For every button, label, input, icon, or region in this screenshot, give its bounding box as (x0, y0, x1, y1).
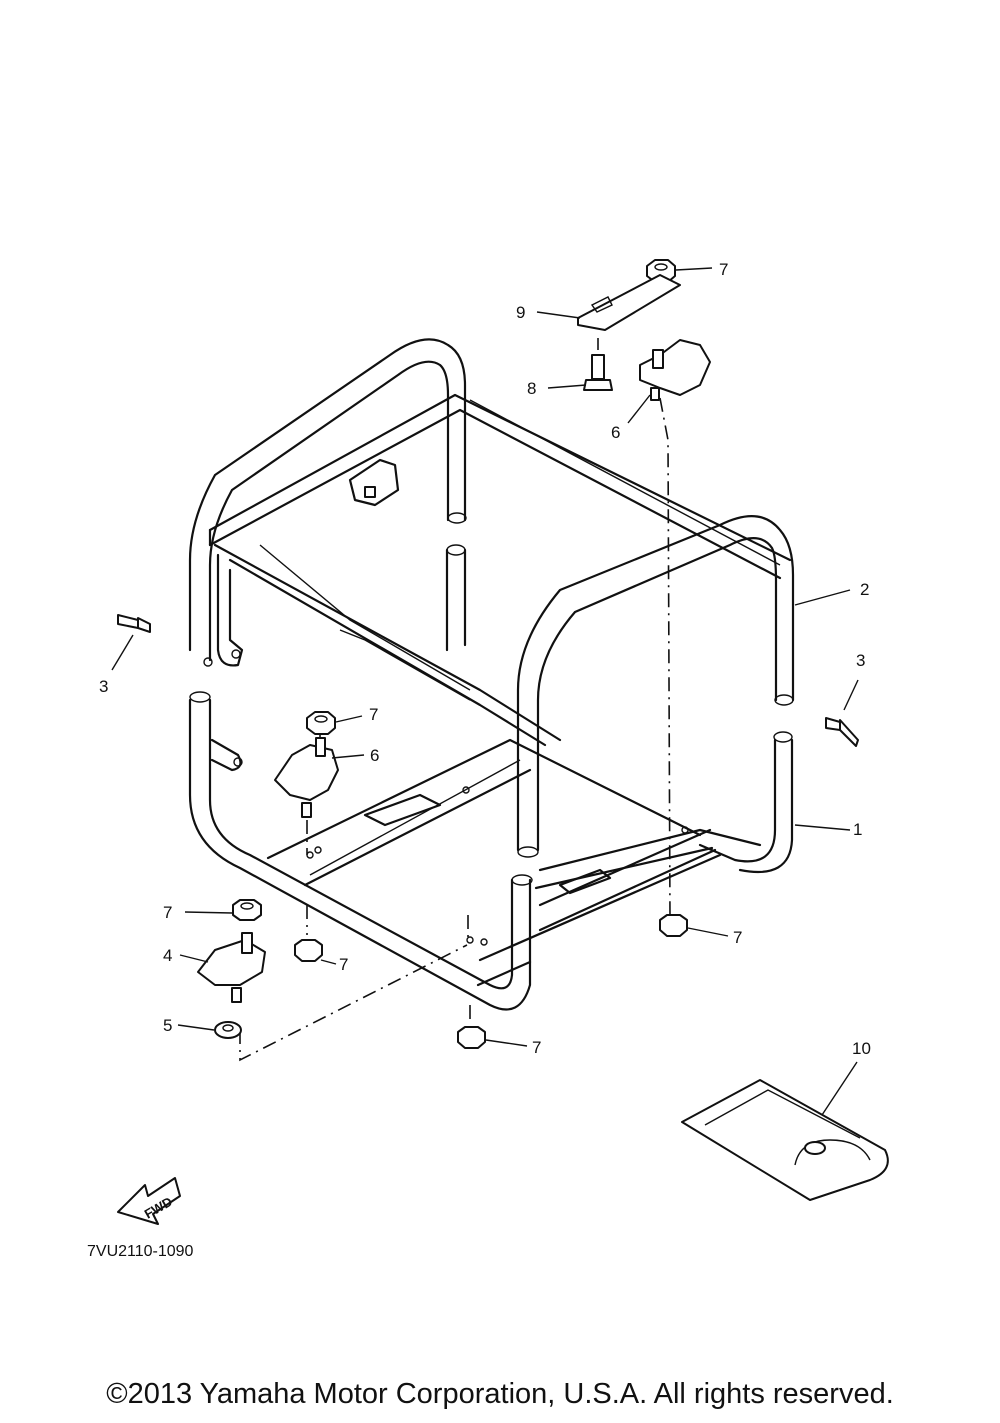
callout-3-left: 3 (99, 677, 108, 696)
leader-lines (111, 267, 859, 1116)
callout-7-bottom-center: 7 (532, 1038, 541, 1057)
copyright-notice: ©2013 Yamaha Motor Corporation, U.S.A. A… (106, 1378, 894, 1410)
frame-front-crossbar (213, 543, 562, 747)
callout-10: 10 (852, 1039, 871, 1058)
callout-7-top: 7 (719, 260, 728, 279)
bracket-9 (577, 274, 681, 331)
callout-6-top: 6 (611, 423, 620, 442)
frame-left-plate (203, 553, 244, 667)
callout-7-bottom-left: 7 (339, 955, 348, 974)
frame-rear-post (445, 544, 467, 652)
washer-5 (214, 1021, 242, 1039)
callout-6-middle: 6 (370, 746, 379, 765)
nut-7-bottom-left (294, 939, 323, 962)
frame-rear-crossbar (208, 393, 792, 580)
frame-rear-tube (188, 338, 467, 662)
frame-base-plate (210, 738, 722, 987)
frame-front-upper-tube (516, 515, 795, 858)
callout-7-middle: 7 (369, 705, 378, 724)
tool-bag-10 (681, 1079, 889, 1201)
nut-7-top (646, 259, 676, 283)
callout-7-bottom-right: 7 (733, 928, 742, 947)
frame-center-bracket (348, 458, 400, 507)
nut-7-bottom-right (659, 914, 688, 937)
callout-3-right: 3 (856, 651, 865, 670)
nut-7-bottom-center (457, 1026, 486, 1049)
bolt-8 (583, 354, 613, 391)
callout-5: 5 (163, 1016, 172, 1035)
pin-3-right (825, 717, 859, 747)
callouts: 7 9 8 6 2 3 3 7 6 1 7 7 4 7 5 7 10 (99, 260, 871, 1058)
callout-1: 1 (853, 820, 862, 839)
mount-6-top (639, 339, 711, 401)
callout-4: 4 (163, 946, 172, 965)
callout-8: 8 (527, 379, 536, 398)
nut-7-middle (306, 711, 336, 735)
callout-9: 9 (516, 303, 525, 322)
callout-7-left: 7 (163, 903, 172, 922)
pin-3-left (117, 614, 151, 633)
mount-4 (197, 932, 266, 1003)
frame-lower-tube (188, 691, 794, 1011)
fwd-arrow-icon: FWD (117, 1177, 181, 1225)
drawing-code: 7VU2110-1090 (87, 1243, 194, 1260)
mount-6-middle (274, 737, 339, 818)
callout-2: 2 (860, 580, 869, 599)
nut-7-left (232, 899, 262, 921)
